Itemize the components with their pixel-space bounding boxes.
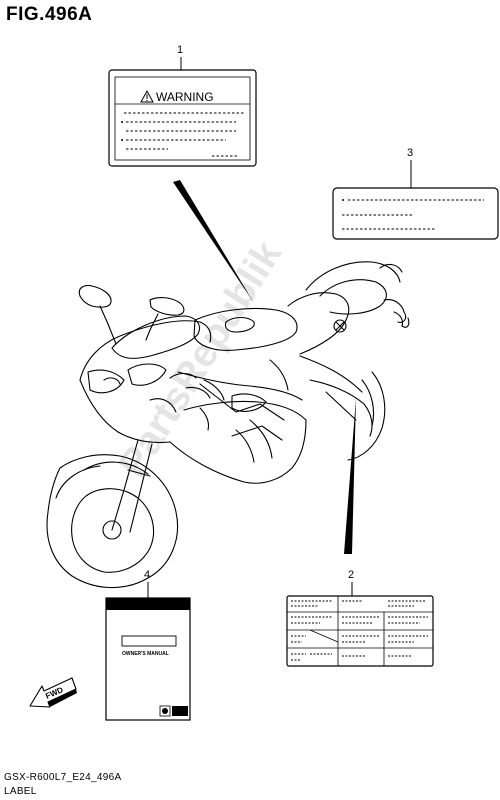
manual-logo-icon [159,705,188,717]
callout-3: 3 [407,147,413,159]
leader-1 [173,180,254,303]
figure-code: GSX-R600L7_E24_496A [4,772,122,783]
label-3[interactable]: 3 [332,147,499,240]
leader-2 [344,398,356,554]
callout-4: 4 [144,569,150,581]
figure-title: FIG.496A [6,4,93,25]
warning-triangle-icon [140,89,154,103]
manual-title: OWNER'S MANUAL [122,651,169,657]
owners-manual[interactable]: 4 OWNER'S MANUAL [105,569,191,721]
callout-2: 2 [348,569,354,581]
label-3-text-lines [342,199,484,230]
info-label-text-lines [291,600,428,661]
warning-heading: WARNING [156,90,214,104]
motorcycle-illustration [46,261,410,589]
warning-label[interactable]: 1 WARNING [108,44,257,303]
info-label[interactable]: 2 [286,569,434,667]
warning-text-lines [121,112,244,157]
figure-name: LABEL [4,786,37,797]
watermark: PartsRepublik [110,233,290,485]
forward-arrow-icon: FWD [29,677,77,708]
callout-1: 1 [177,44,183,56]
info-label-grid [287,596,433,666]
